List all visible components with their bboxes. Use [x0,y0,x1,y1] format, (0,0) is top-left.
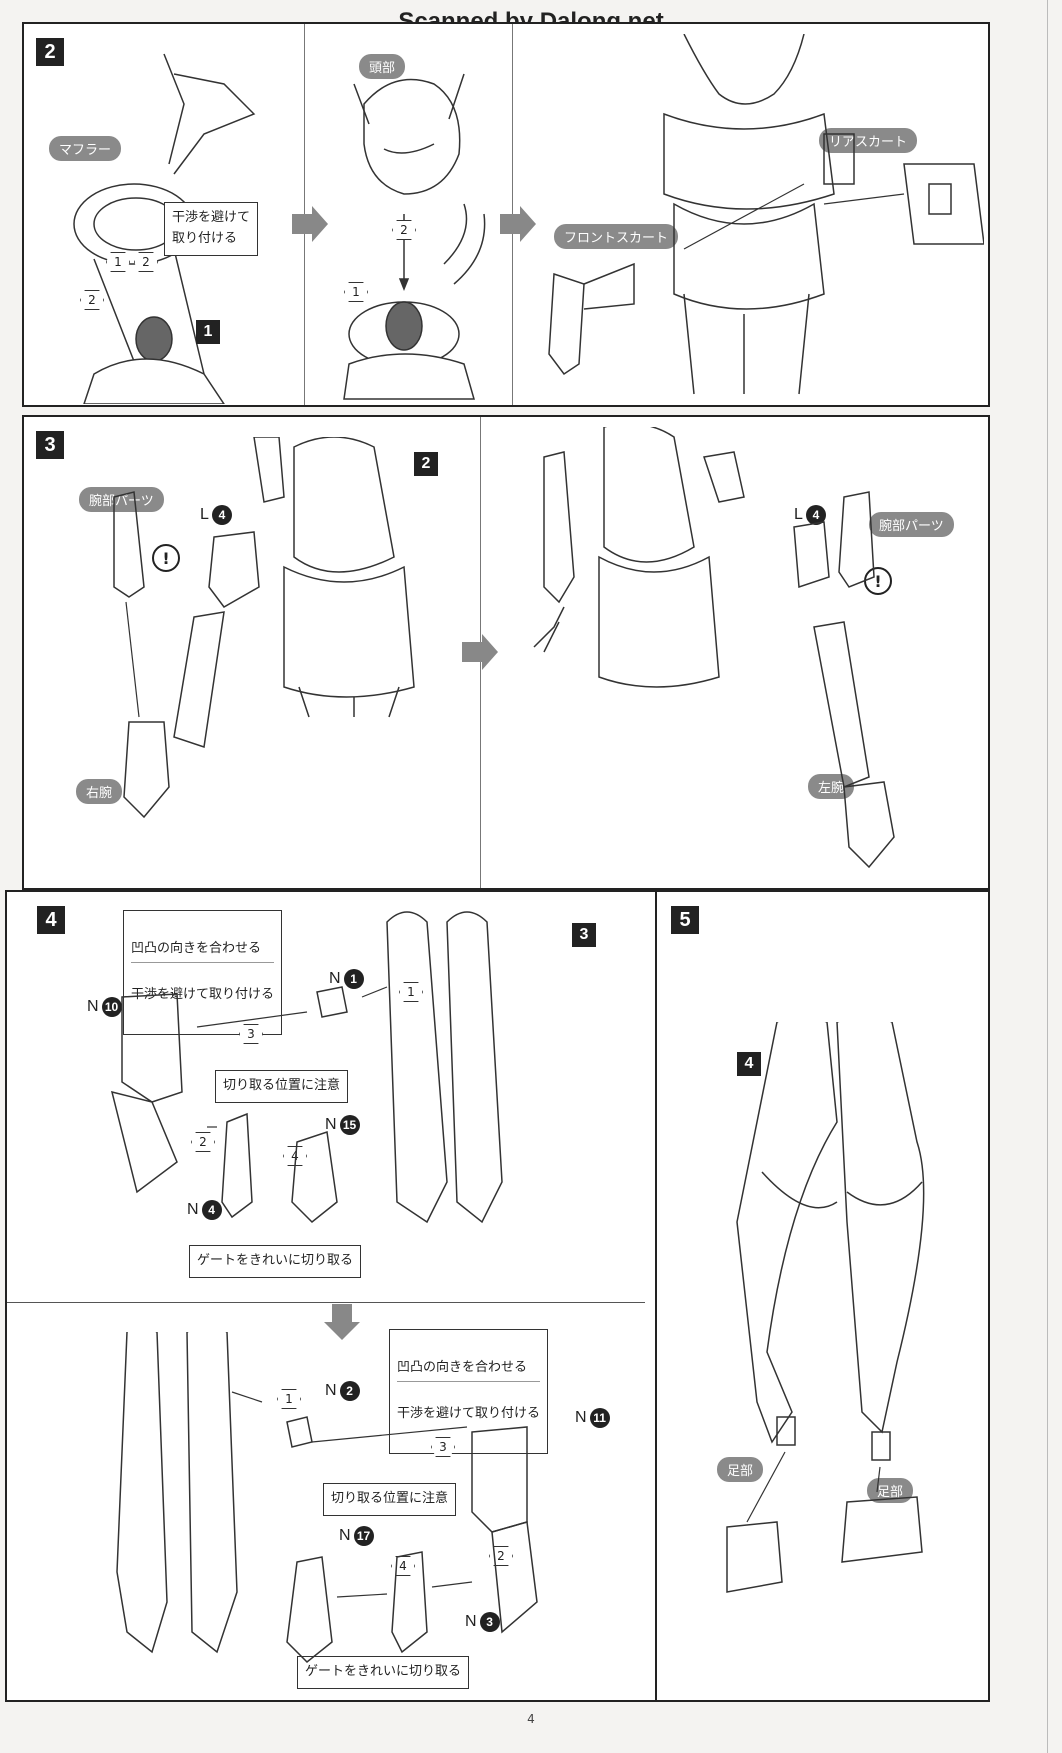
step-3-panel: 3 腕部パーツ ! L 4 2 右腕 L 4 腕部パーツ ! 左腕 [22,415,990,890]
muffler-illustration [54,44,294,404]
part-code-N4: N 4 [187,1200,222,1220]
reference-step-badge: 1 [196,320,220,344]
foot-label-left: 足部 [717,1457,764,1482]
reference-step-badge: 4 [737,1052,761,1076]
part-number-badge: 4 [805,505,826,525]
sequence-1-marker: 1 [277,1389,301,1409]
part-number-badge: 11 [589,1408,610,1428]
part-prefix: N [325,1116,337,1133]
lower-leg-armor-illustration [97,1332,627,1672]
part-prefix: N [325,1382,337,1399]
head-illustration [324,64,504,404]
sequence-1-marker: 1 [106,252,130,272]
avoid-interference-callout: 干渉を避けて 取り付ける [164,202,259,256]
part-number-badge: 4 [201,1200,222,1220]
part-code-N11: N 11 [575,1408,610,1428]
part-code-N10: N 10 [87,997,122,1017]
sequence-1-marker: 1 [399,982,423,1002]
sequence-2-marker: 2 [392,220,416,240]
step-number: 3 [36,431,64,459]
part-number-badge: 1 [343,969,364,989]
step-4-panel: 4 凹凸の向きを合わせる 干渉を避けて取り付ける 3 N 1 N 10 1 3 … [5,890,657,1702]
warning-icon: ! [152,544,180,572]
sequence-3-marker: 3 [239,1024,263,1044]
part-number-badge: 3 [479,1612,500,1632]
sequence-2-marker: 2 [134,252,158,272]
sequence-1-marker: 1 [344,282,368,302]
step-number: 4 [37,906,65,934]
part-code-L4: L 4 [794,505,826,525]
down-arrow-icon [322,1302,362,1342]
part-code-L4: L 4 [200,505,232,525]
callout-line-1: 凹凸の向きを合わせる [397,1356,541,1382]
part-prefix: N [339,1527,351,1544]
part-code-N1: N 1 [329,969,364,989]
callout-line-2: 干渉を避けて取り付ける [131,987,275,1003]
sequence-2-marker: 2 [191,1132,215,1152]
leg-thigh-armor-illustration [107,902,637,1242]
step-number: 5 [671,906,699,934]
part-prefix: N [87,998,99,1015]
part-prefix: N [465,1613,477,1630]
sequence-2-marker: 2 [80,290,104,310]
arm-parts-label: 腕部パーツ [79,487,164,512]
leg-feet-illustration [717,1022,977,1672]
callout-line-1: 凹凸の向きを合わせる [131,937,275,963]
next-arrow-icon [460,632,500,672]
part-code-N3: N 3 [465,1612,500,1632]
muffler-label: マフラー [49,136,122,161]
torso-skirt-illustration [544,34,984,404]
gate-cut-callout: ゲートをきれいに切り取る [297,1656,470,1689]
part-letter: L [794,506,803,523]
cut-position-callout: 切り取る位置に注意 [215,1070,349,1103]
part-number-badge: 17 [353,1526,374,1546]
reference-step-badge: 3 [572,923,596,947]
sequence-3-marker: 3 [431,1437,455,1457]
part-number-badge: 10 [101,997,122,1017]
alignment-callout: 凹凸の向きを合わせる 干渉を避けて取り付ける [389,1329,549,1454]
front-skirt-label: フロントスカート [554,224,679,249]
alignment-callout: 凹凸の向きを合わせる 干渉を避けて取り付ける [123,910,283,1035]
step-number: 2 [36,38,64,66]
part-code-N17: N 17 [339,1526,374,1546]
cut-position-callout: 切り取る位置に注意 [323,1483,457,1516]
step-5-panel: 5 4 足部 足部 [655,890,990,1702]
arm-parts-label: 腕部パーツ [869,512,954,537]
part-prefix: N [187,1201,199,1218]
divider [7,1302,645,1303]
part-code-N15: N 15 [325,1115,360,1135]
callout-line-2: 干渉を避けて取り付ける [397,1406,541,1422]
part-prefix: N [329,970,341,987]
step-2-panel: 2 マフラー 干渉を避けて 取り付ける 1 2 2 1 頭部 [22,22,990,407]
part-number-badge: 2 [339,1381,360,1401]
part-code-N2: N 2 [325,1381,360,1401]
right-arm-assembly-illustration [84,437,474,887]
next-arrow-icon [498,204,538,244]
part-prefix: N [575,1409,587,1426]
head-label: 頭部 [359,54,406,79]
part-number-badge: 4 [211,505,232,525]
page-number: 4 [527,1712,535,1726]
page-edge-line [1047,0,1048,1753]
next-arrow-icon [290,204,330,244]
part-letter: L [200,506,209,523]
left-arm-assembly-illustration [524,427,984,887]
reference-step-badge: 2 [414,452,438,476]
rear-skirt-label: リアスカート [819,128,918,153]
gate-cut-callout: ゲートをきれいに切り取る [189,1245,362,1278]
part-number-badge: 15 [339,1115,360,1135]
right-arm-label: 右腕 [76,779,123,804]
